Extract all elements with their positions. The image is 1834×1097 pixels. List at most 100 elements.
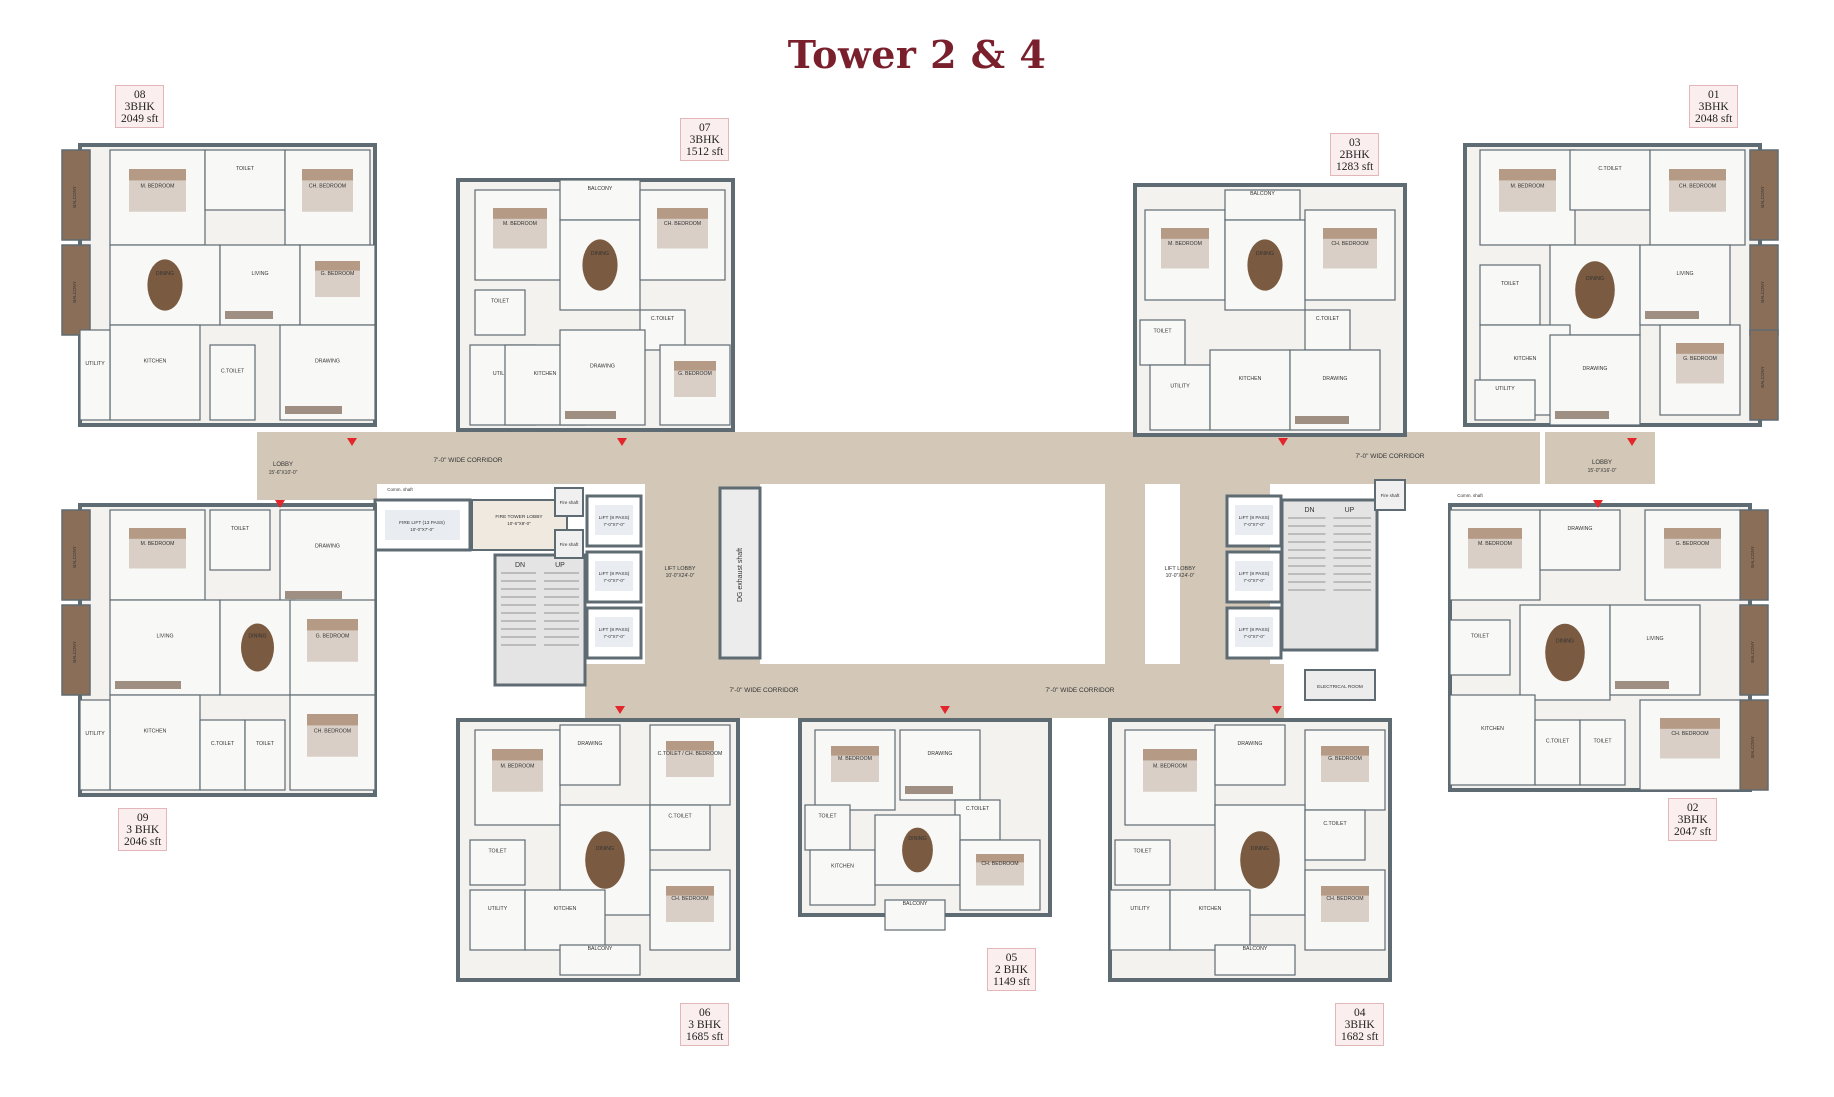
lobby-left-label: LOBBY: [273, 462, 293, 468]
room: [559, 179, 641, 221]
fire-exit-marker-icon: [1593, 500, 1603, 508]
room: [474, 289, 526, 336]
room: [1114, 839, 1171, 886]
fire-exit-marker-icon: [615, 706, 625, 714]
lift: LIFT (8 PASS)7'-0"X7'-0": [585, 606, 643, 660]
room-label: UTILITY: [85, 731, 105, 737]
room: [639, 309, 686, 351]
bed-headboard: [307, 714, 358, 726]
room: [109, 324, 201, 421]
comm-shaft-label: Comm. shaft: [387, 487, 413, 492]
lift: LIFT (8 PASS)7'-0"X7'-0": [1225, 550, 1283, 604]
room-label: DRAWING: [578, 741, 603, 747]
corridor-label: 7'-0" WIDE CORRIDOR: [1356, 453, 1425, 460]
balcony-label: BALCONY: [72, 281, 77, 303]
fire-tower-lobby-size: 10'-6"X8'-0": [507, 521, 531, 526]
room-label: C.TOILET: [668, 814, 692, 820]
balcony-label: BALCONY: [1760, 281, 1765, 303]
bed-headboard: [1143, 749, 1197, 761]
room: [469, 839, 526, 886]
room-label: BALCONY: [903, 901, 928, 907]
balcony-label: BALCONY: [72, 546, 77, 568]
corridor-section: [585, 664, 1284, 718]
room-label: LIVING: [1676, 271, 1693, 277]
bed-headboard: [831, 746, 879, 756]
room-label: BALCONY: [1243, 946, 1268, 952]
lift-lobby-size: 10'-0"X24'-0": [666, 573, 695, 579]
room: [279, 509, 376, 606]
bed-headboard: [1323, 228, 1377, 239]
bed-headboard: [1676, 343, 1724, 354]
room-label: KITCHEN: [831, 864, 854, 870]
lift: LIFT (8 PASS)7'-0"X7'-0": [1225, 494, 1283, 548]
balcony-label: BALCONY: [72, 641, 77, 663]
room-label: TOILET: [491, 299, 510, 305]
room: [1169, 889, 1251, 951]
room-label: TOILET: [1133, 849, 1152, 855]
fire-lift-cabin: [385, 510, 460, 540]
corridor-label: 7'-0" WIDE CORRIDOR: [434, 457, 503, 464]
fire-exit-marker-icon: [275, 500, 285, 508]
room-label: CH. BEDROOM: [1326, 896, 1363, 902]
fire-exit-marker-icon: [940, 706, 950, 714]
room-label: M. BEDROOM: [1168, 241, 1202, 247]
bed-headboard: [315, 261, 360, 271]
room-label: UTILITY: [1130, 906, 1150, 912]
lift-label: LIFT (8 PASS): [599, 571, 630, 577]
room: [209, 344, 256, 421]
lobby-right-size: 15'-0"X16'-0": [1588, 468, 1617, 474]
room-label: G. BEDROOM: [1683, 356, 1717, 362]
room-label: KITCHEN: [554, 906, 577, 912]
room-label: CH. BEDROOM: [664, 221, 701, 227]
stair-well: [493, 553, 587, 687]
fire-lift-label: FIRE LIFT (13 PASS): [399, 520, 445, 526]
balcony-label: BALCONY: [1760, 186, 1765, 208]
room-label: C.TOILET: [1316, 316, 1340, 322]
fire-lift-size: 10'-0"X7'-0": [410, 527, 434, 532]
bed-headboard: [1499, 169, 1556, 181]
room: [1304, 809, 1366, 861]
room-label: BALCONY: [1250, 191, 1275, 197]
room-label: M. BEDROOM: [838, 756, 872, 762]
room: [199, 719, 246, 791]
room-label: M. BEDROOM: [140, 541, 174, 547]
dg-exhaust-shaft: [718, 486, 762, 660]
stair-dn: DN: [1304, 507, 1314, 514]
room-label: G. BEDROOM: [678, 371, 712, 377]
room-label: UTILITY: [1170, 384, 1190, 390]
lift-label: LIFT (8 PASS): [1239, 627, 1270, 633]
fire-tower-lobby-label: FIRE TOWER LOBBY: [495, 514, 543, 520]
page-title: Tower 2 & 4: [787, 32, 1047, 77]
room-label: UTILITY: [488, 906, 508, 912]
sofa: [285, 406, 342, 414]
room-label: CH. BEDROOM: [1679, 184, 1716, 190]
room: [1539, 509, 1621, 571]
room-label: C.TOILET: [1323, 821, 1347, 827]
room: [1534, 719, 1581, 786]
room-label: DINING: [1586, 276, 1604, 282]
bed-headboard: [129, 528, 186, 539]
room-label: TOILET: [256, 741, 275, 747]
room-label: M. BEDROOM: [1153, 764, 1187, 770]
balcony-label: BALCONY: [1750, 736, 1755, 758]
room-label: TOILET: [818, 814, 837, 820]
room: [469, 889, 526, 951]
bed-headboard: [1664, 528, 1721, 539]
room-label: DINING: [908, 836, 926, 842]
room-label: C.TOILET: [651, 316, 675, 322]
lift: LIFT (8 PASS)7'-0"X7'-0": [1225, 606, 1283, 660]
room: [1579, 719, 1626, 786]
lift-size: 7'-0"X7'-0": [604, 522, 625, 527]
room: [884, 899, 946, 931]
lift-label: LIFT (8 PASS): [1239, 571, 1270, 577]
lift-lobby-label: LIFT LOBBY: [1164, 566, 1195, 572]
sofa: [225, 311, 273, 319]
room: [109, 599, 221, 696]
